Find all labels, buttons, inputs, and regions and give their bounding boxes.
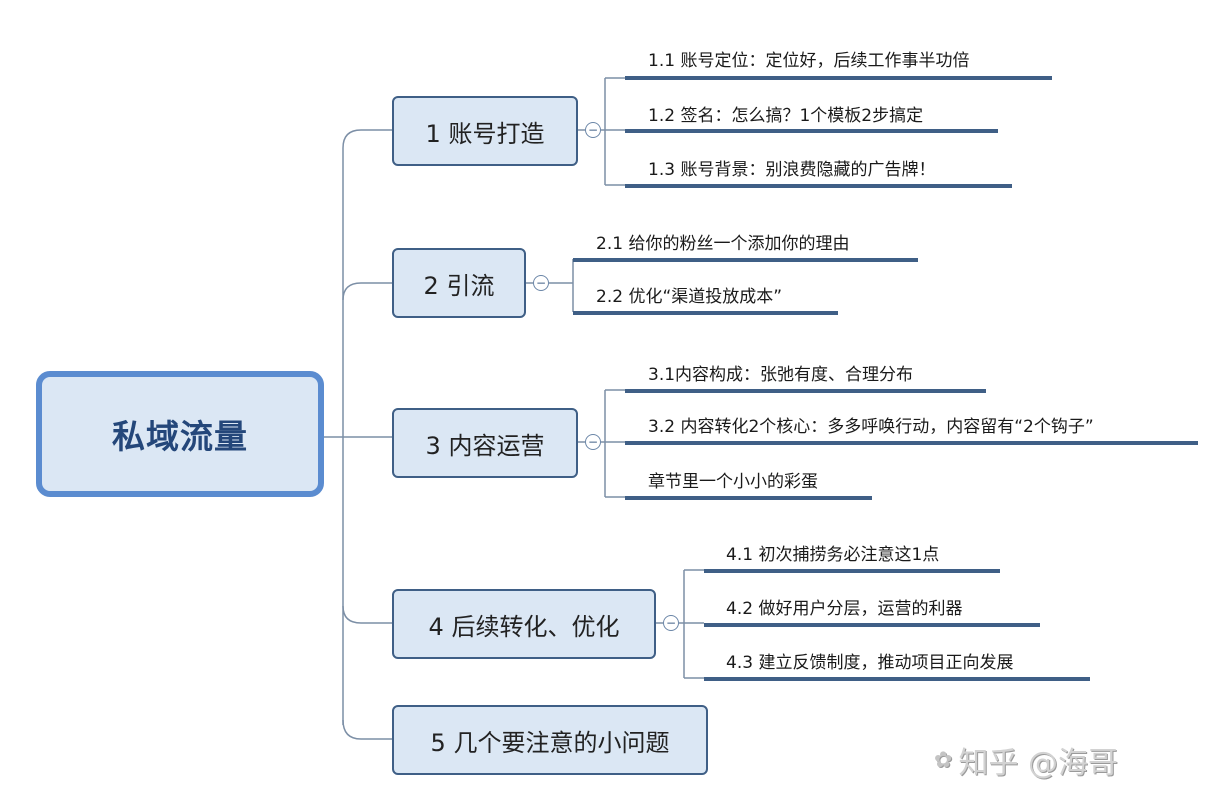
branch-4-conversion[interactable]: 4 后续转化、优化 xyxy=(392,589,656,659)
watermark-text: 知乎 @海哥 xyxy=(958,746,1118,781)
wechat-like-icon: ✿ xyxy=(934,747,953,773)
leaf-4-1[interactable]: 4.1 初次捕捞务必注意这1点 xyxy=(726,545,940,565)
leaf-1-1[interactable]: 1.1 账号定位：定位好，后续工作事半功倍 xyxy=(648,51,970,71)
root-topic[interactable]: 私域流量 xyxy=(36,371,324,497)
leaf-3-2[interactable]: 3.2 内容转化2个核心：多多呼唤行动，内容留有“2个钩子” xyxy=(648,417,1094,437)
collapse-branch-4-icon[interactable]: − xyxy=(663,615,679,631)
leaf-2-1[interactable]: 2.1 给你的粉丝一个添加你的理由 xyxy=(596,234,850,254)
leaf-3-3[interactable]: 章节里一个小小的彩蛋 xyxy=(648,472,818,492)
leaf-3-1[interactable]: 3.1内容构成：张弛有度、合理分布 xyxy=(648,365,914,385)
leaf-1-2[interactable]: 1.2 签名：怎么搞？1个模板2步搞定 xyxy=(648,106,924,126)
leaf-1-3[interactable]: 1.3 账号背景：别浪费隐藏的广告牌！ xyxy=(648,160,936,180)
branch-2-traffic[interactable]: 2 引流 xyxy=(392,248,526,318)
branch-5-small-issues[interactable]: 5 几个要注意的小问题 xyxy=(392,705,708,775)
watermark: ✿ 知乎 @海哥 xyxy=(934,738,1118,782)
collapse-branch-3-icon[interactable]: − xyxy=(585,434,601,450)
leaf-4-2[interactable]: 4.2 做好用户分层，运营的利器 xyxy=(726,599,963,619)
collapse-branch-2-icon[interactable]: − xyxy=(533,275,549,291)
leaf-4-3[interactable]: 4.3 建立反馈制度，推动项目正向发展 xyxy=(726,653,1014,673)
branch-3-content-ops[interactable]: 3 内容运营 xyxy=(392,408,578,478)
collapse-branch-1-icon[interactable]: − xyxy=(585,122,601,138)
branch-1-account-setup[interactable]: 1 账号打造 xyxy=(392,96,578,166)
leaf-2-2[interactable]: 2.2 优化“渠道投放成本” xyxy=(596,287,783,307)
